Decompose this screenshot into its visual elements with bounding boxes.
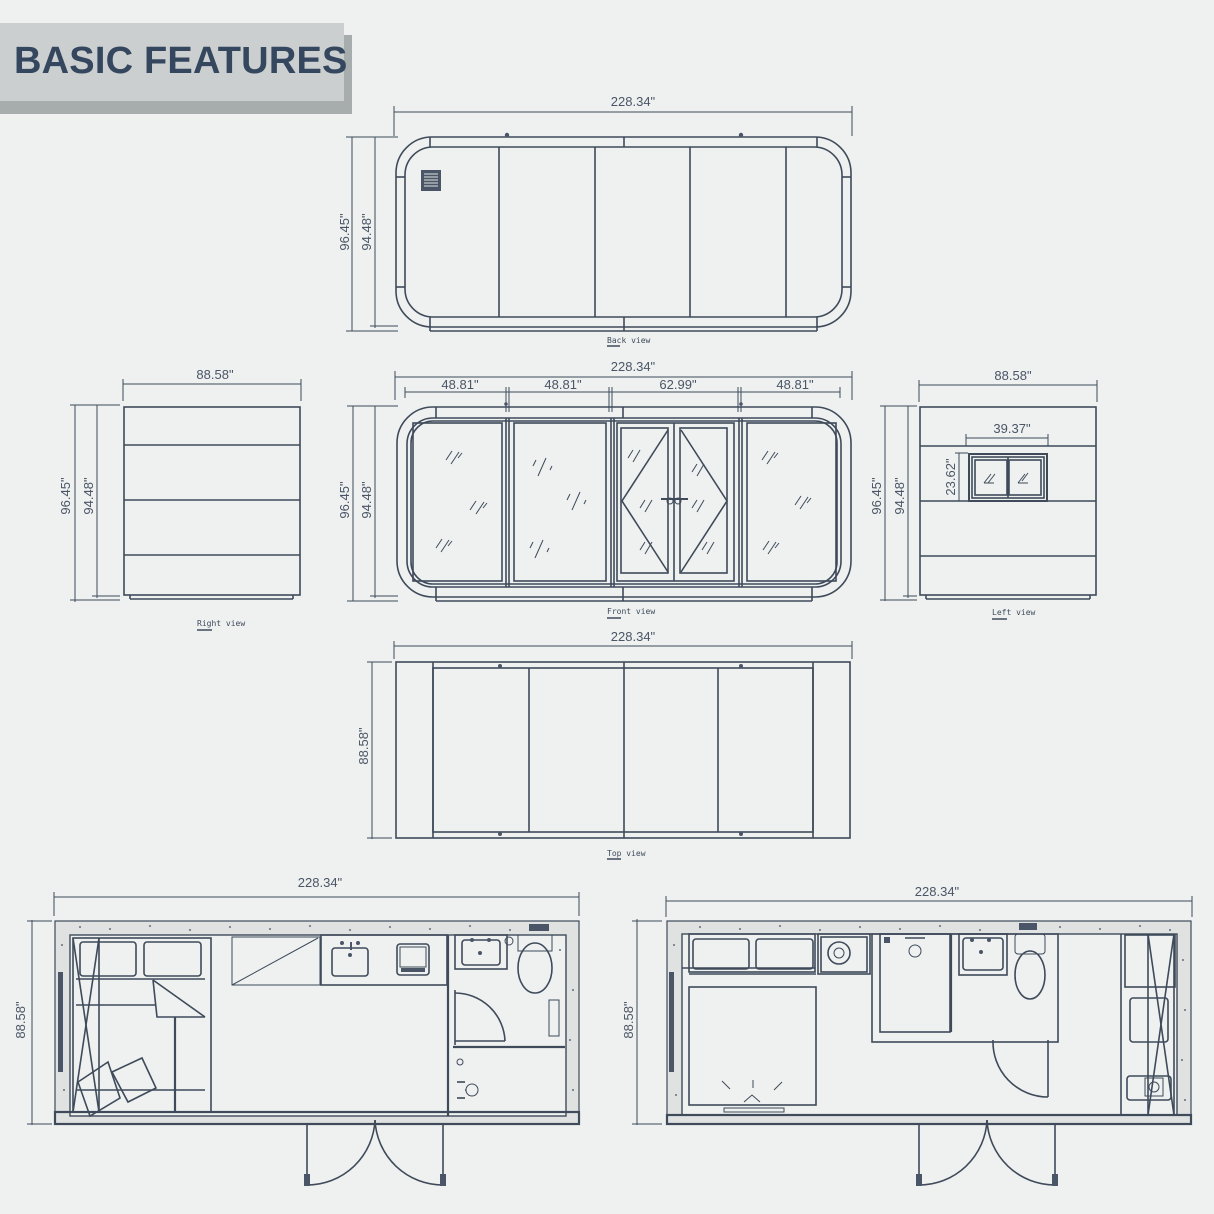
right-width-dimension: 88.58" — [196, 367, 234, 382]
right-height-outer: 96.45" — [58, 477, 73, 515]
top-depth-dimension: 88.58" — [356, 727, 371, 765]
front-segment-2: 48.81" — [544, 377, 582, 392]
window-height-dimension: 23.62" — [943, 458, 958, 496]
floor-plan-b: 228.34" 88.58" — [621, 884, 1193, 1186]
header-banner — [0, 23, 344, 101]
back-width-dimension: 228.34" — [611, 94, 656, 109]
left-height-outer: 96.45" — [869, 477, 884, 515]
plan-b-depth-width-dimension: 228.34" — [915, 884, 960, 899]
back-height-outer: 96.45" — [337, 213, 352, 251]
left-width-dimension: 88.58" — [994, 368, 1032, 383]
front-height-inner: 94.48" — [359, 481, 374, 519]
window-width-dimension: 39.37" — [993, 421, 1031, 436]
right-view-label: Right view — [197, 619, 245, 628]
vent-icon — [421, 170, 441, 191]
front-view: 228.34" 48.81" 48.81" 62.99" 48.81" 96.4… — [337, 359, 853, 619]
page-title: BASIC FEATURES — [14, 40, 348, 82]
right-height-inner: 94.48" — [81, 477, 96, 515]
top-view: 228.34" 88.58" Top view — [356, 629, 853, 860]
side-window — [968, 453, 1048, 502]
front-segment-1: 48.81" — [441, 377, 479, 392]
back-view: 228.34" 96.45" 94.48" — [337, 94, 853, 347]
left-height-inner: 94.48" — [892, 477, 907, 515]
left-view-label: Left view — [992, 608, 1036, 617]
left-view: 88.58" 39.37" 23.62" 96.45" 94.48" — [869, 368, 1098, 620]
right-view: 88.58" 96.45" 94.48" Right view — [58, 367, 302, 631]
back-view-label: Back view — [607, 336, 651, 345]
top-view-label: Top view — [607, 849, 646, 858]
front-segment-4: 48.81" — [776, 377, 814, 392]
door-handle-icon — [661, 497, 688, 505]
back-height-inner: 94.48" — [359, 213, 374, 251]
front-width-dimension: 228.34" — [611, 359, 656, 374]
floor-plan-a: 228.34" 88.58" — [13, 875, 581, 1186]
plan-b-depth-dimension: 88.58" — [621, 1001, 636, 1039]
front-height-outer: 96.45" — [337, 481, 352, 519]
plan-a-width-dimension: 228.34" — [298, 875, 343, 890]
front-segment-3: 62.99" — [659, 377, 697, 392]
top-width-dimension: 228.34" — [611, 629, 656, 644]
front-view-label: Front view — [607, 607, 655, 616]
plan-a-depth-dimension: 88.58" — [13, 1001, 28, 1039]
